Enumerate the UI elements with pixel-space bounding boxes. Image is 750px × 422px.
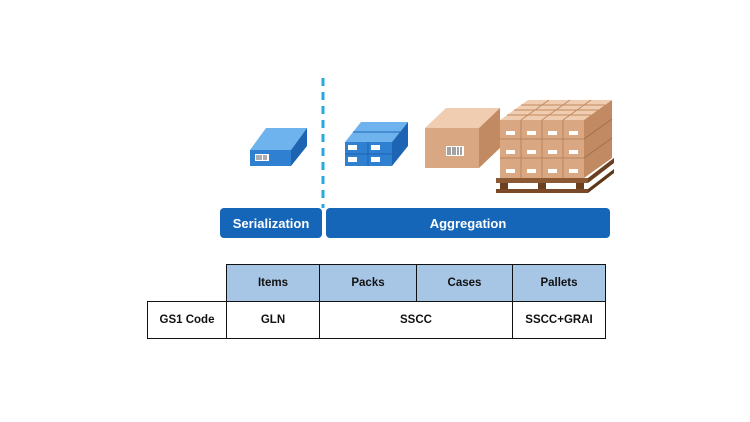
header-cases: Cases <box>416 264 513 302</box>
header-packs: Packs <box>319 264 417 302</box>
header-pallets: Pallets <box>512 264 606 302</box>
table-header-row: Items Packs Cases Pallets <box>148 264 606 302</box>
cell-items-code: GLN <box>226 300 320 339</box>
row-label-gs1-code: GS1 Code <box>147 300 227 339</box>
pallet-icon <box>496 99 614 193</box>
case-icon <box>425 108 500 168</box>
serialization-label: Serialization <box>232 215 310 231</box>
aggregation-label: Aggregation <box>429 215 507 231</box>
header-items: Items <box>226 264 320 302</box>
empty-corner-cell <box>148 265 227 302</box>
single-item-icon <box>250 128 307 166</box>
cell-pallets-code: SSCC+GRAI <box>512 300 606 339</box>
pack-icon <box>345 122 408 166</box>
table-row: GS1 Code GLN SSCC SSCC+GRAI <box>147 300 606 339</box>
cell-packs-cases-code: SSCC <box>319 300 513 339</box>
serialization-band: Serialization <box>220 208 322 238</box>
aggregation-band: Aggregation <box>326 208 610 238</box>
gs1-code-table: Items Packs Cases Pallets GS1 Code GLN S… <box>147 264 606 339</box>
